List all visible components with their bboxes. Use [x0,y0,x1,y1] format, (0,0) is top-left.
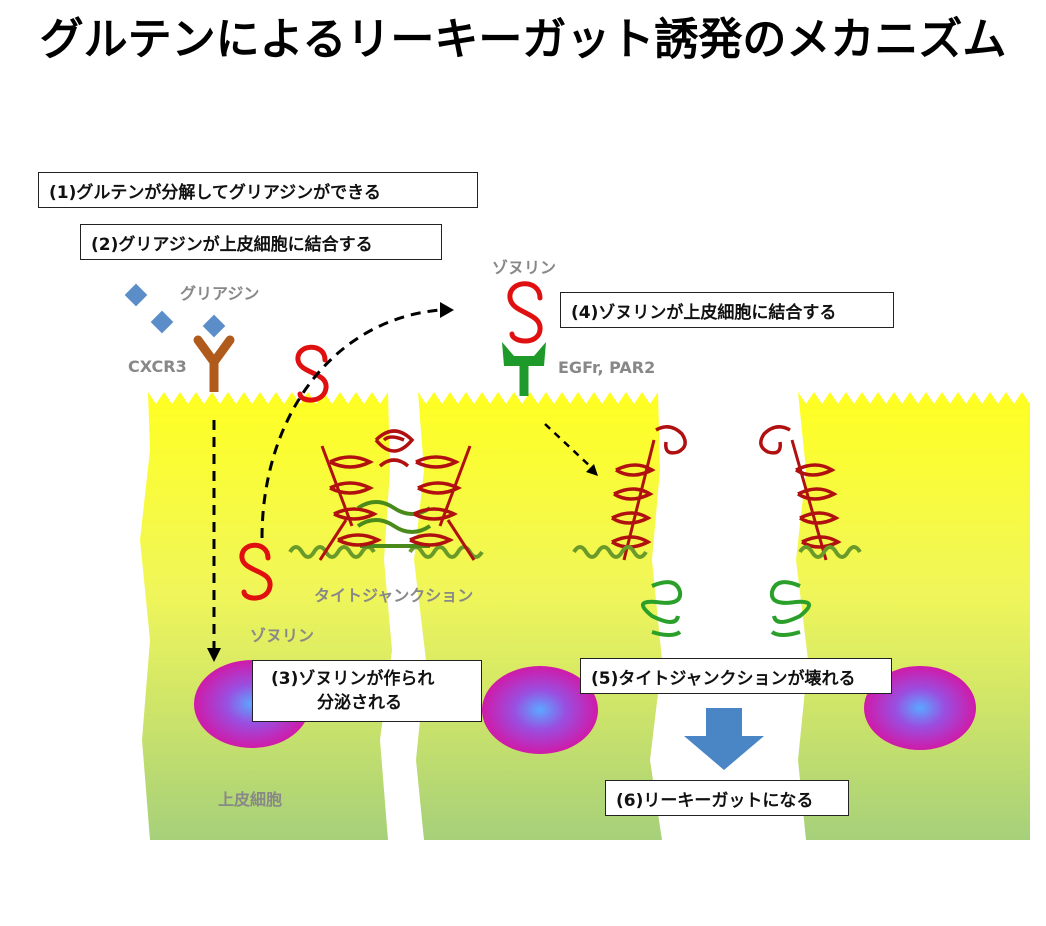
binding-arrow [544,423,593,469]
gliadin-molecule [124,283,148,307]
step-2-box: (2)グリアジンが上皮細胞に結合する [80,224,442,260]
nucleus-middle [482,666,598,754]
egfr-label: EGFr, PAR2 [558,358,656,377]
signal-arrow-down-head [207,648,221,662]
cxcr3-receptor [193,335,235,367]
gliadin-molecule [202,314,226,338]
tight-junction-label: タイトジャンクション [314,586,474,605]
secretion-arrow-head [440,302,454,318]
zonulin-top-label: ゾヌリン [492,258,557,277]
epithelial-cell-label: 上皮細胞 [218,790,283,809]
zonulin-cell [239,542,273,601]
step-1-box: (1)グルテンが分解してグリアジンができる [38,172,478,208]
nucleus-right [864,666,976,750]
step-6-box: (6)リーキーガットになる [605,780,849,816]
zonulin-top [507,281,543,344]
binding-arrow-head [586,464,598,476]
secretion-arrow [260,308,441,539]
page-title: グルテンによるリーキーガット誘発のメカニズム [39,14,1007,65]
gliadin-label: グリアジン [180,284,260,303]
egfr-receptor [502,342,546,366]
tight-junction-broken [572,425,862,637]
zonulin-cell-label: ゾヌリン [250,626,315,645]
leaky-gut-arrow [684,708,764,770]
step-5-box: (5)タイトジャンクションが壊れる [580,658,892,694]
step-3-line-1: (3)ゾヌリンが作られ [271,669,435,689]
epithelial-cell-left [140,392,392,840]
tight-junction-intact [288,429,484,561]
step-3-line-2: 分泌される [317,693,402,713]
gliadin-molecule [150,310,174,334]
zonulin-secreted [295,344,329,403]
cxcr3-label: CXCR3 [128,357,187,376]
epithelial-cell-right [796,392,1030,840]
step-3-box: (3)ゾヌリンが作られ 分泌される [252,660,482,722]
step-4-box: (4)ゾヌリンが上皮細胞に結合する [560,292,894,328]
epithelial-cell-middle [414,392,662,840]
